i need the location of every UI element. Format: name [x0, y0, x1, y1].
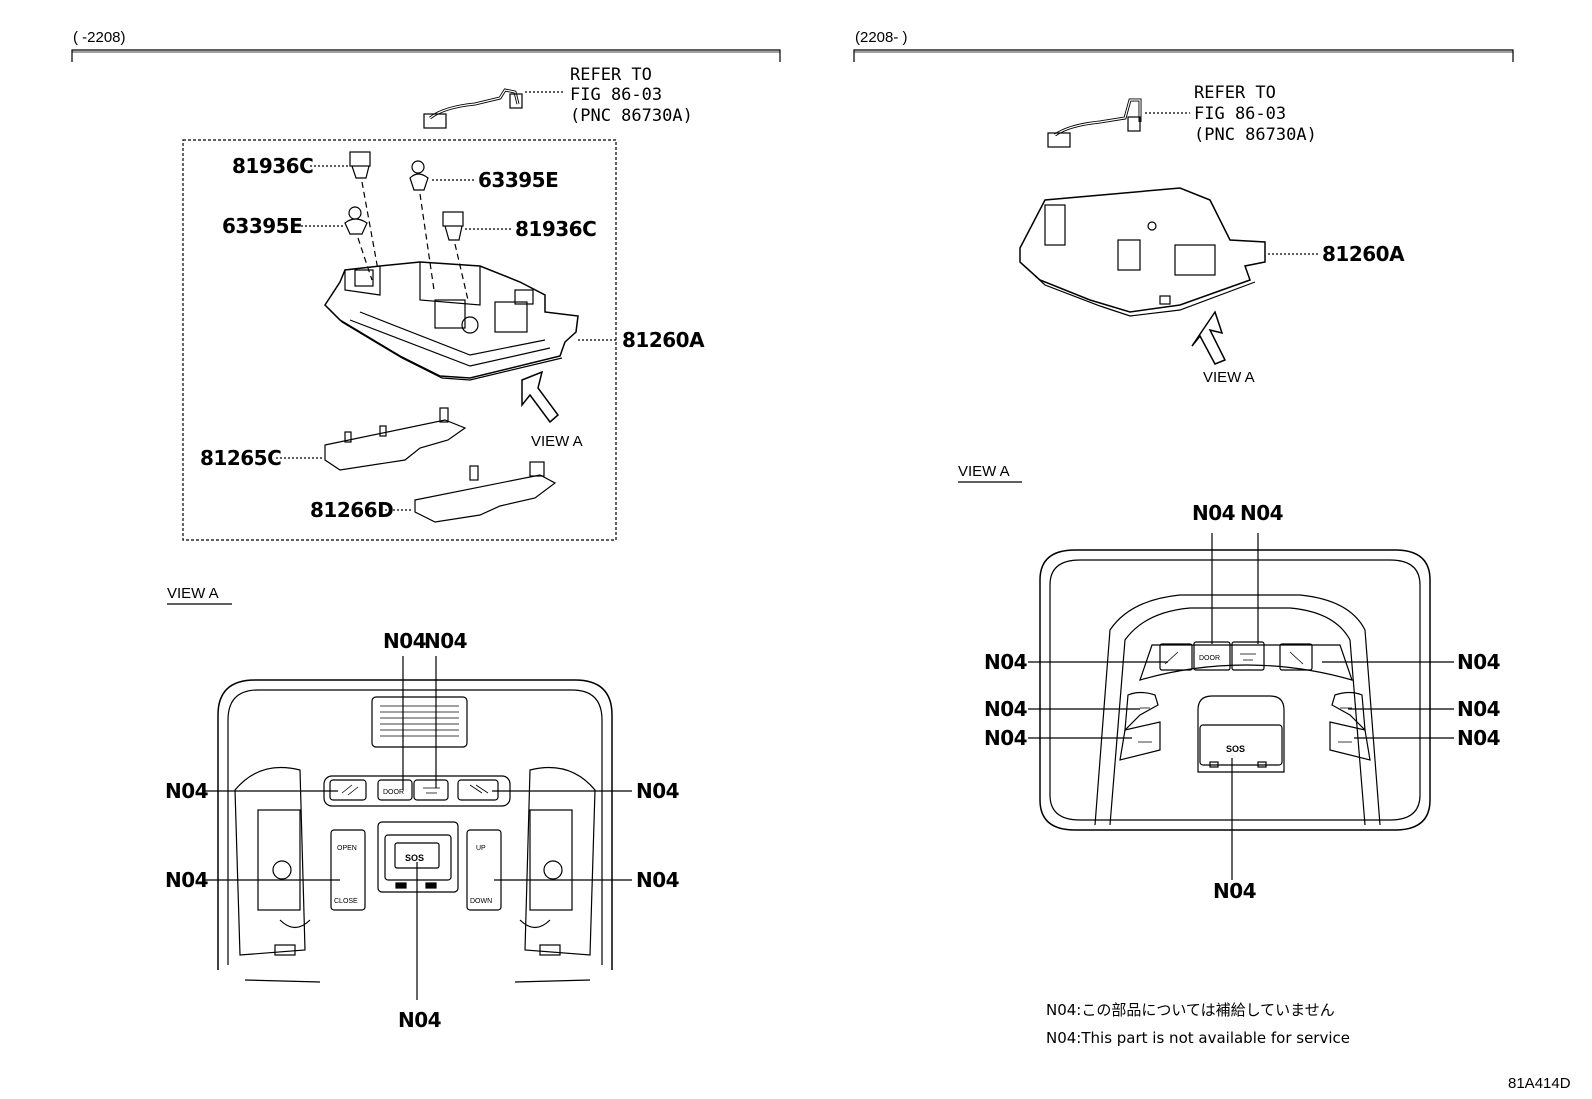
left-callout-left-mid: N04 [165, 868, 208, 892]
left-down-label: DOWN [470, 898, 492, 905]
right-right-lower-switch[interactable] [1329, 721, 1371, 761]
right-callout-left2: N04 [984, 697, 1027, 721]
left-callout-bottom: N04 [398, 1008, 441, 1032]
left-range-bracket [71, 49, 781, 62]
left-close-label: CLOSE [334, 898, 358, 905]
left-callout-top2: N04 [424, 629, 467, 653]
right-dome-button[interactable] [1231, 641, 1265, 671]
part-81936C-b: 81936C [515, 217, 596, 241]
right-callout-leaders [1028, 533, 1454, 880]
left-open-close-switch[interactable] [330, 829, 366, 911]
part-81266D: 81266D [310, 498, 393, 522]
left-callout-right-top: N04 [636, 779, 679, 803]
left-callout-left-top: N04 [165, 779, 208, 803]
figure-id: 81A414D [1508, 1075, 1571, 1092]
part-63395E-a: 63395E [478, 168, 558, 192]
right-callout-right1: N04 [1457, 650, 1500, 674]
right-view-a-arrow-label: VIEW A [1203, 369, 1255, 386]
left-sos-button[interactable] [384, 834, 452, 881]
right-left-upper-switch[interactable] [1124, 691, 1159, 732]
left-view-a-title: VIEW A [167, 585, 219, 602]
note-japanese: N04:この部品については補給していません [1046, 1001, 1335, 1019]
right-range-label: (2208- ) [855, 29, 908, 46]
left-up-label: UP [476, 845, 486, 852]
right-callout-left1: N04 [984, 650, 1027, 674]
left-part-81266D [385, 461, 557, 523]
left-door-label: DOOR [383, 789, 404, 796]
note-english: N04:This part is not available for servi… [1046, 1029, 1350, 1047]
right-map-light-left-button[interactable] [1159, 643, 1193, 671]
left-sos-label: SOS [405, 853, 424, 863]
left-map-light-button[interactable] [329, 779, 367, 801]
left-door-button[interactable] [377, 779, 413, 801]
right-callout-top2: N04 [1240, 501, 1283, 525]
left-view-a-arrow [521, 370, 560, 424]
right-housing-81260A [1019, 187, 1318, 317]
right-callout-bottom: N04 [1213, 879, 1256, 903]
left-view-a-arrow-label: VIEW A [531, 433, 583, 450]
left-socket-81936C-b [442, 211, 512, 301]
left-refer-line2: FIG 86-03 [570, 85, 662, 105]
part-81936C-a: 81936C [232, 154, 313, 178]
right-console [1039, 549, 1431, 831]
right-sos-label: SOS [1226, 744, 1245, 754]
left-part-81265C [276, 407, 467, 471]
right-refer-line1: REFER TO [1194, 83, 1276, 103]
part-63395E-b: 63395E [222, 214, 302, 238]
left-assembly-box [182, 139, 617, 541]
right-callout-right2: N04 [1457, 697, 1500, 721]
left-refer-line1: REFER TO [570, 65, 652, 85]
right-harness [1047, 98, 1190, 148]
left-range-label: ( -2208) [73, 29, 126, 46]
left-console [217, 679, 613, 983]
right-callout-top1: N04 [1192, 501, 1235, 525]
left-socket-81936C-a [310, 151, 379, 271]
part-81260A-right: 81260A [1322, 242, 1405, 266]
right-callout-left3: N04 [984, 726, 1027, 750]
right-map-light-right-button[interactable] [1279, 643, 1313, 671]
part-81265C: 81265C [200, 446, 281, 470]
right-range-bracket [853, 49, 1514, 62]
right-left-lower-switch[interactable] [1119, 721, 1161, 761]
left-callout-right-mid: N04 [636, 868, 679, 892]
part-81260A-left: 81260A [622, 328, 705, 352]
right-refer-line2: FIG 86-03 [1194, 104, 1286, 124]
left-open-label: OPEN [337, 845, 357, 852]
left-up-down-switch[interactable] [466, 829, 502, 911]
right-sos-button[interactable] [1199, 724, 1283, 766]
left-clip-63395E-a [409, 160, 475, 291]
left-housing-81260A [324, 261, 618, 381]
right-view-a-title: VIEW A [958, 463, 1010, 480]
left-refer-line3: (PNC 86730A) [570, 106, 693, 126]
right-right-upper-switch[interactable] [1331, 691, 1366, 732]
left-clip-63395E-b [293, 206, 373, 281]
left-callout-leaders [204, 656, 632, 1000]
left-map-light-right-button[interactable] [457, 779, 499, 801]
right-refer-line3: (PNC 86730A) [1194, 125, 1317, 145]
left-dome-button[interactable] [413, 779, 449, 801]
left-harness [423, 88, 565, 129]
right-callout-right3: N04 [1457, 726, 1500, 750]
right-door-label: DOOR [1199, 655, 1220, 662]
left-callout-top1: N04 [383, 629, 426, 653]
right-view-a-arrow [1191, 310, 1227, 365]
